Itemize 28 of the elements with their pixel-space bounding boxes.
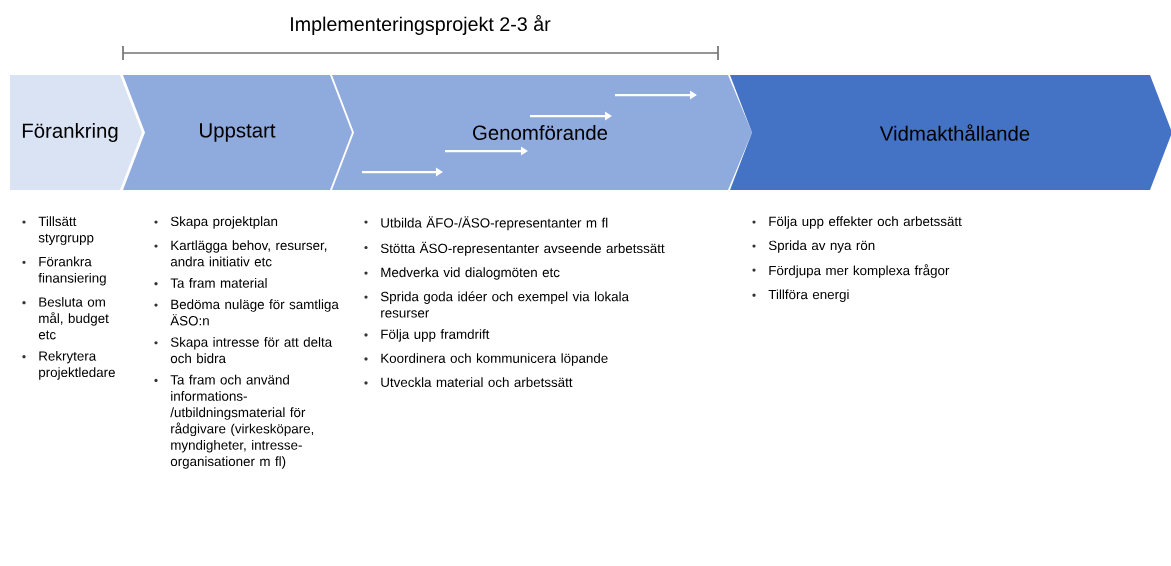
bullet-item: Förankra finansiering xyxy=(22,256,106,286)
bullet-item: Sprida av nya rön xyxy=(752,240,875,253)
chevron-box: Genomförande xyxy=(332,75,752,190)
bullet-item: Följa upp effekter och arbetssätt xyxy=(752,216,962,229)
bullet-item: Medverka vid dialogmöten etc xyxy=(364,267,560,280)
bullet-item: Ta fram material xyxy=(154,278,267,288)
bullet-item: Sprida goda idéer och exempel via lokala resurser xyxy=(364,291,629,318)
bullet-item: Ta fram och använd informations- /utbildningsmaterial för rådgivare (virkesköpare, myndigheter, intresse- organisationer m fl) xyxy=(154,374,314,469)
chevron-box: Vidmakthållande xyxy=(730,75,1171,190)
bullet-item: Fördjupa mer komplexa frågor xyxy=(752,264,950,278)
bullet-item: Utbilda ÄFO-/ÄSO-representanter m fl xyxy=(364,216,608,231)
bullet-item: Följa upp framdrift xyxy=(364,329,490,342)
chevron-box: Förankring xyxy=(10,75,142,190)
span-label: Implementeringsprojekt 2-3 år xyxy=(291,15,551,35)
bullet-item: Kartlägga behov, resurser, andra initiativ etc xyxy=(154,240,327,267)
bullet-item: Utveckla material och arbetssätt xyxy=(364,377,573,387)
bullet-item: Stötta ÄSO-representanter avseende arbetssätt xyxy=(364,241,665,256)
bullet-item: Bedöma nuläge för samtliga ÄSO:n xyxy=(154,299,339,326)
bullet-item: Rekrytera projektledare xyxy=(22,350,115,380)
bullet-item: Skapa intresse för att delta och bidra xyxy=(154,337,333,364)
bullet-item: Tillsätt styrgrupp xyxy=(22,216,94,246)
bullet-item: Skapa projektplan xyxy=(154,216,278,229)
chevron-box: Uppstart xyxy=(123,75,352,190)
bullet-item: Koordinera och kommunicera löpande xyxy=(364,353,608,366)
bullet-item: Besluta om mål, budget etc xyxy=(22,296,109,340)
node-label: Genomförande xyxy=(473,125,608,140)
bullet-item: Tillföra energi xyxy=(752,289,849,302)
node-label: Uppstart xyxy=(200,123,276,142)
